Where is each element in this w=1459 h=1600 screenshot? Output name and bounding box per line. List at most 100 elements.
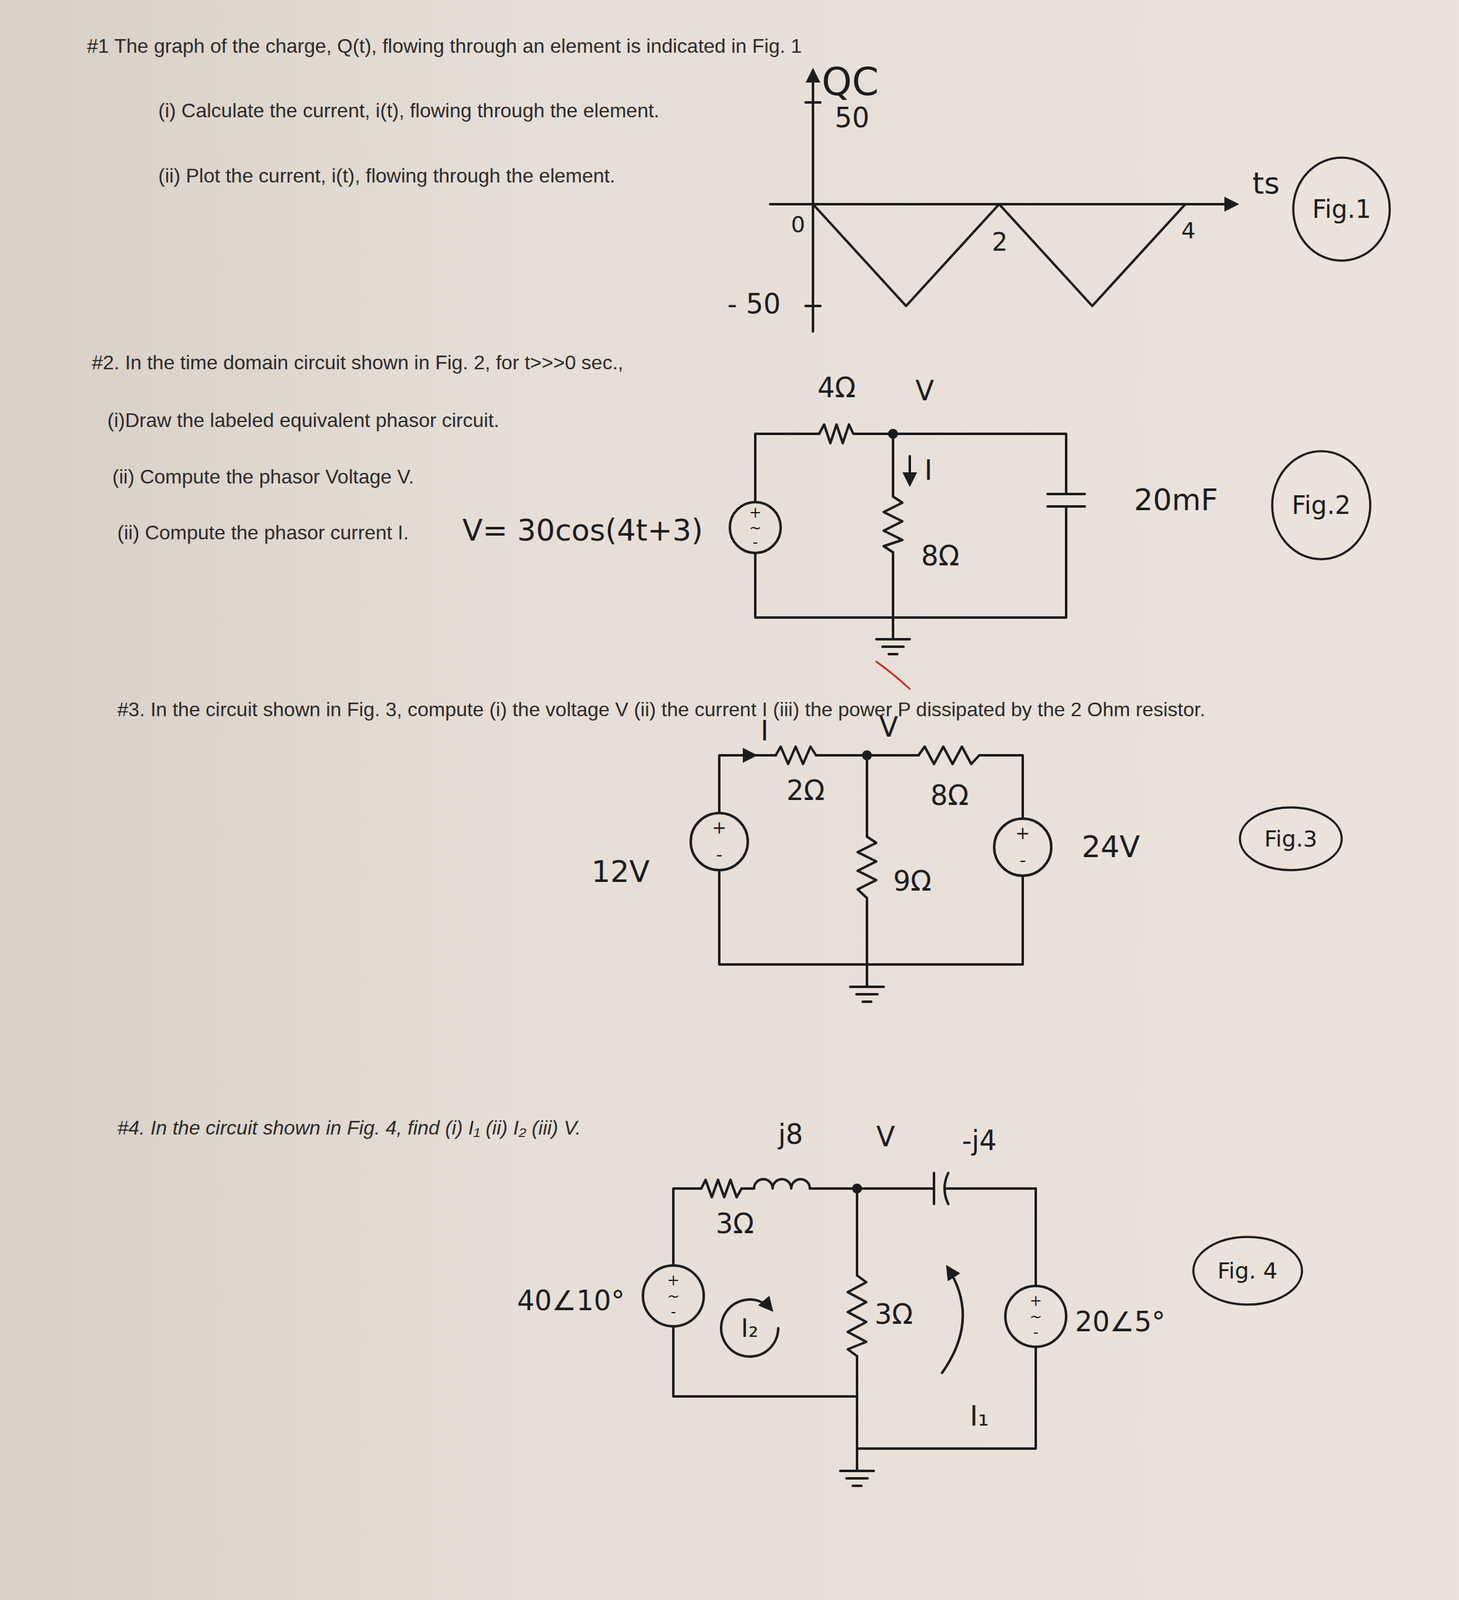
resistor-symbol bbox=[847, 1275, 867, 1356]
resistor-symbol bbox=[775, 746, 817, 764]
component-value: 3Ω bbox=[874, 1298, 913, 1332]
ac-source-symbol bbox=[1005, 1285, 1067, 1347]
dc-source-symbol bbox=[690, 812, 748, 871]
source-polarity: - bbox=[1033, 1323, 1039, 1342]
source-polarity: + bbox=[711, 817, 727, 839]
current-label: I bbox=[760, 714, 769, 748]
axis-label: ts bbox=[1252, 165, 1280, 202]
resistor-symbol bbox=[819, 424, 857, 444]
mesh-current-label: I₁ bbox=[969, 1400, 990, 1433]
wire bbox=[755, 433, 1067, 618]
source-polarity: + bbox=[1029, 1292, 1042, 1311]
ink bbox=[642, 70, 1237, 1486]
current-label: I bbox=[924, 454, 933, 488]
axis-label: QC bbox=[821, 58, 879, 105]
inductor-symbol bbox=[754, 1179, 810, 1189]
tick-label: - 50 bbox=[727, 287, 781, 321]
resistor-symbol bbox=[918, 746, 980, 764]
ellipse-outline bbox=[1272, 451, 1371, 560]
source-value: 12V bbox=[591, 853, 650, 890]
dc-source-symbol bbox=[994, 818, 1052, 876]
figure-tag-text-group: Fig.2 bbox=[1292, 490, 1352, 520]
component-value: -j4 bbox=[961, 1124, 997, 1158]
source-polarity: + bbox=[667, 1271, 680, 1290]
pen-mark bbox=[876, 661, 910, 689]
component-value: 2Ω bbox=[786, 774, 825, 808]
source-polarity: - bbox=[670, 1303, 677, 1322]
node-voltage-label: V bbox=[915, 374, 934, 408]
component-value: 4Ω bbox=[817, 371, 856, 405]
source-polarity: + bbox=[749, 503, 762, 522]
source-polarity: - bbox=[752, 533, 759, 552]
figure-tag: Fig.2 bbox=[1270, 449, 1373, 562]
component-value: 8Ω bbox=[930, 779, 969, 813]
source-polarity: - bbox=[1019, 850, 1026, 872]
tick-label: 50 bbox=[834, 101, 870, 135]
ground-symbol bbox=[850, 964, 884, 1002]
question-text: (ii) Compute the phasor current I. bbox=[117, 520, 409, 545]
figure-tag-text-group: Fig.1 bbox=[1312, 194, 1372, 224]
resistor-symbol bbox=[857, 836, 877, 898]
capacitor-symbol bbox=[933, 1172, 949, 1204]
source-value: 40∠10° bbox=[516, 1284, 625, 1318]
time-axis bbox=[770, 202, 1237, 206]
question-text: #4. In the circuit shown in Fig. 4, find… bbox=[117, 1115, 581, 1140]
figure-tag-text: Fig.3 bbox=[1264, 826, 1317, 852]
source-value: 20∠5° bbox=[1074, 1305, 1165, 1339]
figure-tag: Fig.3 bbox=[1238, 805, 1344, 872]
tick-label: 4 bbox=[1181, 217, 1196, 244]
source-symbol-text: ~ bbox=[667, 1287, 680, 1306]
wire bbox=[673, 1188, 1036, 1449]
component-value: 9Ω bbox=[893, 865, 932, 898]
source-polarity: - bbox=[716, 844, 723, 866]
resistor-symbol bbox=[883, 496, 903, 553]
node-dot bbox=[863, 751, 871, 759]
question-text: (i)Draw the labeled equivalent phasor ci… bbox=[107, 408, 499, 432]
tick-label: 0 bbox=[791, 210, 806, 238]
question-text: #1 The graph of the charge, Q(t), flowin… bbox=[86, 34, 802, 58]
figure-tag-text: Fig.1 bbox=[1312, 194, 1372, 224]
ellipse-outline bbox=[1193, 1236, 1302, 1305]
current-arrow bbox=[732, 754, 755, 757]
question-text: (ii) Compute the phasor Voltage V. bbox=[112, 464, 414, 489]
capacitor-symbol bbox=[1047, 493, 1085, 507]
mesh-current-label: I₂ bbox=[740, 1313, 759, 1343]
figure-tag: Fig.1 bbox=[1291, 155, 1392, 263]
source-expression: V= 30cos(4t+3) bbox=[462, 512, 704, 549]
component-value: j8 bbox=[778, 1118, 804, 1152]
node-dot bbox=[889, 430, 897, 438]
component-value: 8Ω bbox=[920, 539, 960, 573]
question-text: #2. In the time domain circuit shown in … bbox=[91, 350, 624, 375]
question-text: #3. In the circuit shown in Fig. 3, comp… bbox=[117, 697, 1229, 722]
source-polarity: + bbox=[1015, 822, 1030, 844]
mesh-current-arrow bbox=[721, 1299, 779, 1357]
mesh-current-arrow bbox=[942, 1267, 963, 1373]
node-voltage-label: V bbox=[879, 711, 898, 745]
ac-source-symbol bbox=[729, 502, 781, 553]
resistor-symbol bbox=[701, 1179, 742, 1198]
ground-symbol bbox=[840, 1448, 874, 1486]
charge-axis bbox=[811, 70, 815, 332]
figure-tag-text-group: Fig.3 bbox=[1264, 826, 1317, 852]
question-text: (ii) Plot the current, i(t), flowing thr… bbox=[158, 163, 616, 188]
component-value: 20mF bbox=[1133, 482, 1218, 519]
figure-tag: Fig. 4 bbox=[1191, 1234, 1304, 1307]
wire bbox=[719, 755, 1023, 965]
component-value: 3Ω bbox=[715, 1207, 755, 1241]
current-arrow bbox=[908, 456, 912, 485]
source-symbol-text: ~ bbox=[1029, 1308, 1042, 1327]
ellipse-outline bbox=[1293, 157, 1390, 261]
question-text: (i) Calculate the current, i(t), flowing… bbox=[158, 98, 660, 123]
figure-tag-text-group: Fig. 4 bbox=[1217, 1257, 1278, 1284]
node-dot bbox=[853, 1184, 861, 1193]
tick-label: 2 bbox=[991, 227, 1008, 257]
ellipse-outline bbox=[1239, 807, 1342, 871]
charge-waveform bbox=[812, 204, 1186, 306]
node-voltage-label: V bbox=[876, 1120, 895, 1154]
source-value: 24V bbox=[1081, 829, 1141, 866]
figure-tag-text: Fig.2 bbox=[1292, 490, 1352, 520]
ac-source-symbol bbox=[642, 1265, 704, 1327]
